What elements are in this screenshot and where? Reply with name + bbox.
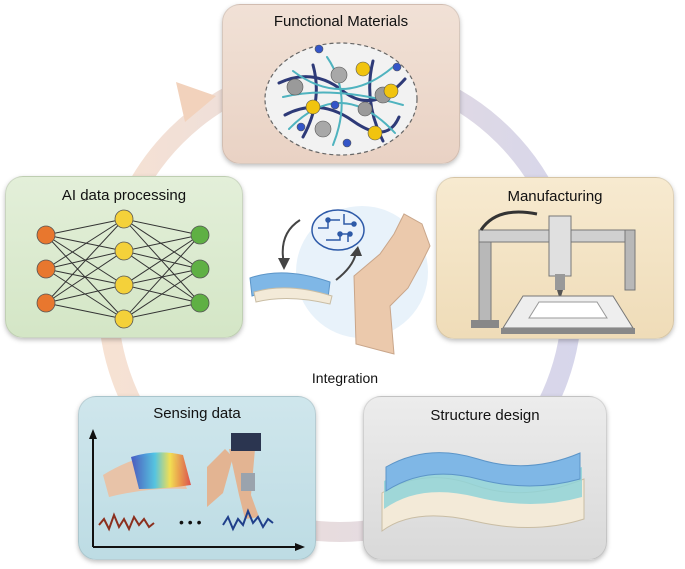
- card-title-manufacturing: Manufacturing: [507, 188, 603, 205]
- nn-node: [190, 259, 210, 279]
- nn-node: [36, 225, 56, 245]
- layered-film-illustration: [381, 452, 585, 532]
- integration-label: Integration: [311, 370, 379, 386]
- nn-node: [190, 293, 210, 313]
- card-structure-design: Structure design: [363, 396, 607, 560]
- nn-connection: [45, 250, 125, 270]
- card-ai-data-processing: AI data processing: [5, 176, 243, 338]
- card-manufacturing: Manufacturing: [436, 177, 674, 339]
- neural-network-illustration: [36, 209, 210, 329]
- integration-illustration: [249, 206, 431, 355]
- card-title-structure-design: Structure design: [430, 407, 540, 424]
- nn-connection: [123, 218, 201, 270]
- cycle-arrowhead: [176, 82, 216, 122]
- nn-connection: [45, 302, 125, 320]
- nn-connection: [123, 302, 201, 320]
- card-title-sensing-data: Sensing data: [153, 405, 241, 422]
- nn-node: [114, 309, 134, 329]
- nn-connection: [123, 268, 201, 320]
- nn-connection: [45, 218, 125, 236]
- card-title-ai-data-processing: AI data processing: [61, 187, 187, 204]
- material-network-illustration: [264, 42, 418, 156]
- nn-connection: [45, 218, 125, 304]
- nn-node: [190, 225, 210, 245]
- nn-node: [114, 241, 134, 261]
- nn-connection: [45, 218, 125, 270]
- card-title-functional-materials: Functional Materials: [273, 13, 409, 30]
- sensing-plot-illustration: • • •: [89, 429, 305, 551]
- nn-connection: [45, 250, 125, 304]
- nn-connection: [123, 234, 201, 320]
- nn-node: [114, 209, 134, 229]
- nn-connection: [123, 218, 201, 236]
- nn-connection: [45, 234, 125, 252]
- card-functional-materials: Functional Materials: [222, 4, 460, 164]
- nn-node: [36, 259, 56, 279]
- sensing-plot-ellipsis: • • •: [179, 514, 202, 530]
- nn-connection: [123, 234, 201, 286]
- printer-illustration: [471, 210, 636, 334]
- nn-connection: [123, 234, 201, 252]
- brain-icon: [311, 209, 365, 251]
- nn-connection: [123, 218, 201, 304]
- card-sensing-data: Sensing data • • •: [78, 396, 316, 560]
- nn-node: [36, 293, 56, 313]
- nn-node: [114, 275, 134, 295]
- nn-connection: [45, 284, 125, 304]
